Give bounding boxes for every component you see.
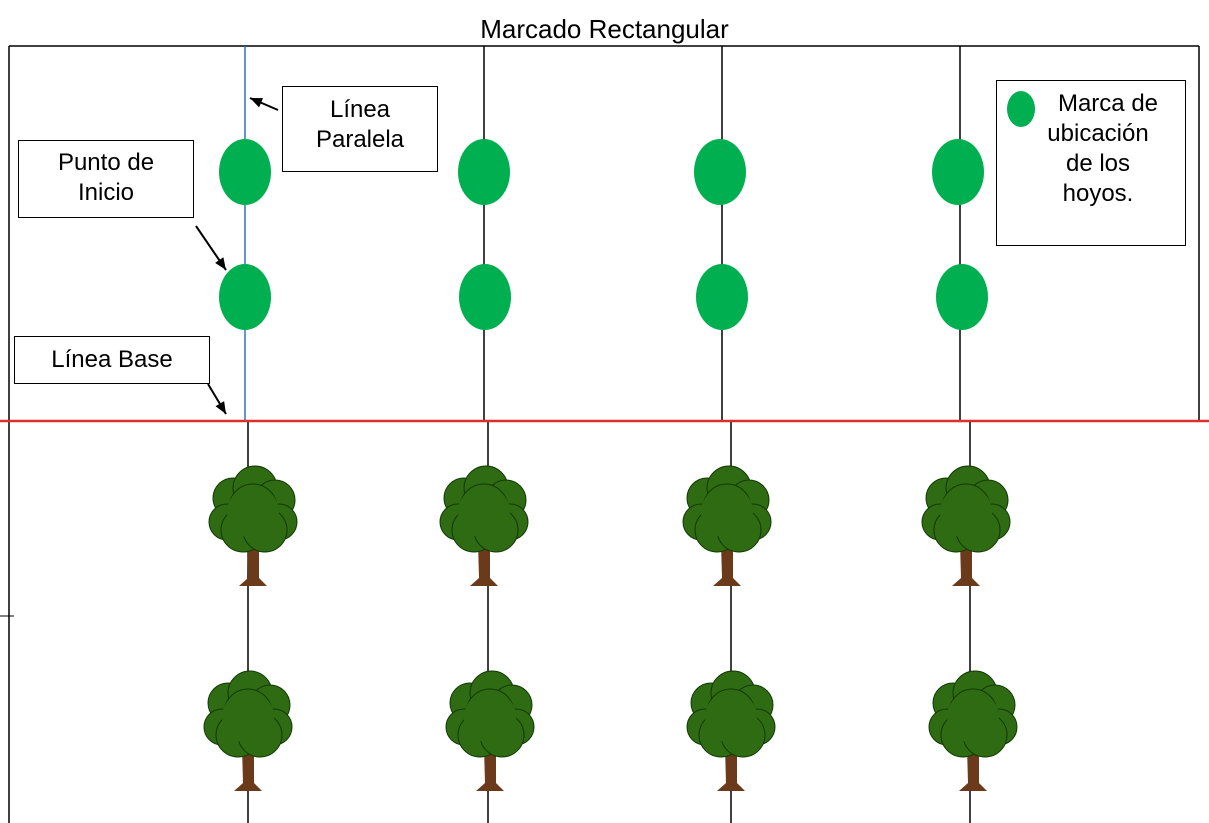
hole-mark — [694, 139, 746, 205]
hole-mark — [696, 264, 748, 330]
tree-icon — [208, 465, 298, 586]
hole-mark — [936, 264, 988, 330]
base-line-label: Línea Base — [14, 336, 210, 384]
parallel-line-label-line1: Línea — [329, 96, 391, 123]
legend-line2: ubicación — [1047, 120, 1149, 147]
start-point-label-line2: Inicio — [77, 179, 135, 206]
pointer-arrows — [195, 97, 279, 415]
tree-icon — [921, 465, 1011, 586]
parallel-line-label: Línea Paralela — [282, 86, 438, 172]
base-line-label-text: Línea Base — [51, 346, 173, 373]
legend-line4: hoyos. — [1062, 180, 1134, 207]
parallel-line-label-line2: Paralela — [315, 126, 405, 153]
hole-mark — [459, 264, 511, 330]
hole-mark — [219, 139, 271, 205]
tree-icon — [203, 670, 293, 791]
legend-box: Marca de ubicación de los hoyos. — [996, 80, 1186, 246]
legend-dot-icon — [1007, 91, 1035, 127]
base-line-arrow-head — [215, 401, 226, 414]
start-point-arrow-head — [215, 257, 226, 270]
tree-icon — [439, 465, 529, 586]
start-point-label-line1: Punto de — [57, 149, 155, 176]
tree-icon — [445, 670, 535, 791]
hole-mark — [458, 139, 510, 205]
tree-icon — [928, 670, 1018, 791]
upper-frame — [8, 45, 1200, 823]
hole-mark — [932, 139, 984, 205]
hole-marks — [219, 139, 988, 330]
trees — [203, 465, 1018, 791]
tree-icon — [686, 670, 776, 791]
start-point-label: Punto de Inicio — [18, 140, 194, 218]
parallel-line-arrow-head — [250, 98, 263, 108]
legend-line3: de los — [1065, 150, 1131, 177]
legend-line1: Marca de — [1057, 90, 1159, 117]
tree-icon — [682, 465, 772, 586]
diagram-title: Marcado Rectangular — [480, 14, 729, 44]
hole-mark — [219, 264, 271, 330]
